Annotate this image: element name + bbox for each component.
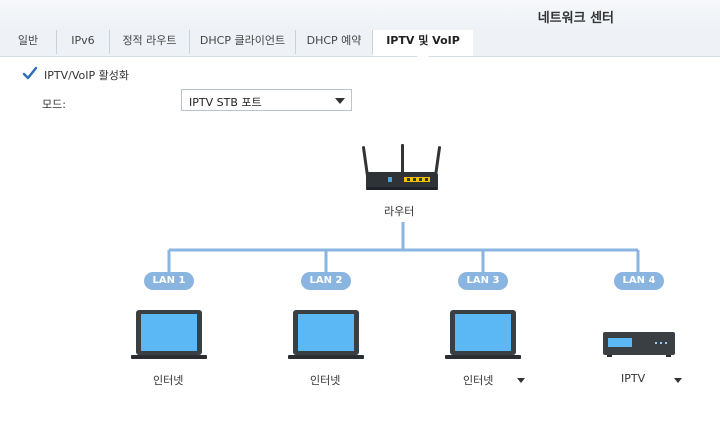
- tab-static-route[interactable]: 정적 라우트: [110, 30, 190, 54]
- device-label: 인터넷: [463, 374, 494, 387]
- tab-ipv6[interactable]: IPv6: [57, 30, 110, 54]
- checkmark-icon: [22, 66, 38, 80]
- enable-iptv-voip-checkbox[interactable]: [22, 66, 38, 81]
- enable-label: IPTV/VoIP 활성화: [44, 69, 129, 82]
- link-lines: [167, 222, 640, 272]
- tab-general[interactable]: 일반: [0, 30, 57, 54]
- chevron-down-icon[interactable]: [674, 378, 682, 383]
- tab-label: IPv6: [71, 34, 95, 47]
- router-label: 라우터: [384, 205, 415, 218]
- laptop-icon: [445, 310, 521, 359]
- tab-iptv-voip[interactable]: IPTV 및 VoIP: [373, 30, 473, 57]
- laptop-icon: [288, 310, 364, 359]
- lan-port-badge: LAN 1: [144, 272, 194, 290]
- lan-port-badge: LAN 4: [614, 272, 664, 290]
- lan-port-badge: LAN 2: [301, 272, 351, 290]
- router-icon: [361, 144, 442, 190]
- tab-label: DHCP 예약: [306, 34, 362, 47]
- title-bar: 네트워크 센터: [0, 0, 720, 30]
- lan-port-badge: LAN 3: [458, 272, 508, 290]
- tab-dhcp-reservation[interactable]: DHCP 예약: [296, 30, 373, 54]
- tab-label: 일반: [17, 34, 39, 47]
- settop-box-icon: [603, 332, 675, 357]
- chevron-down-icon: [335, 98, 345, 104]
- device-label: 인터넷: [153, 374, 184, 387]
- device-label: 인터넷: [310, 374, 341, 387]
- tab-dhcp-client[interactable]: DHCP 클라이언트: [190, 30, 296, 54]
- tab-bar: 일반 IPv6 정적 라우트 DHCP 클라이언트 DHCP 예약 IPTV 및…: [0, 30, 720, 57]
- laptop-icon: [131, 310, 207, 359]
- chevron-down-icon[interactable]: [517, 378, 525, 383]
- tab-label: DHCP 클라이언트: [199, 34, 286, 47]
- window-title: 네트워크 센터: [537, 11, 614, 26]
- tab-label: 정적 라우트: [122, 34, 177, 47]
- device-label: IPTV: [621, 372, 646, 385]
- mode-select[interactable]: IPTV STB 포트: [181, 89, 352, 111]
- mode-label: 모드:: [42, 98, 66, 111]
- mode-select-value: IPTV STB 포트: [189, 96, 262, 109]
- tab-label: IPTV 및 VoIP: [386, 34, 460, 47]
